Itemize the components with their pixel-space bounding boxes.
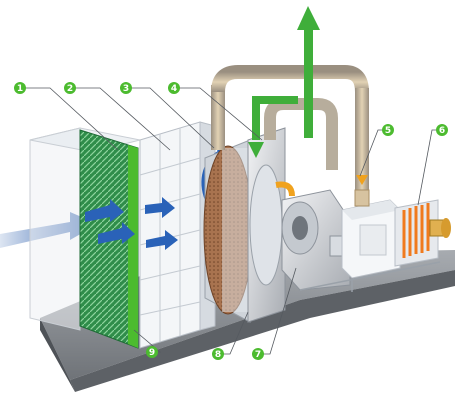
callout-1-label: 1: [17, 84, 23, 94]
exhaust-air-arrows: [248, 6, 320, 158]
callout-8: 8: [212, 348, 224, 360]
callout-7: 7: [252, 348, 264, 360]
heater-box: [341, 175, 401, 279]
callout-6-label: 6: [439, 126, 445, 136]
callout-7-label: 7: [255, 350, 261, 360]
heater-coil: [394, 199, 451, 267]
callout-6: 6: [436, 124, 448, 136]
callout-8-label: 8: [215, 350, 221, 360]
callout-3-label: 3: [123, 84, 129, 94]
callout-5-label: 5: [385, 126, 391, 136]
reactivation-duct: [211, 65, 369, 196]
callout-9-label: 9: [149, 348, 155, 358]
warm-air-arrow: [275, 181, 295, 197]
desiccant-rotor: [203, 139, 253, 323]
callout-1: 1: [14, 82, 26, 94]
callout-3: 3: [120, 82, 132, 94]
callout-5: 5: [382, 124, 394, 136]
callout-9: 9: [146, 346, 158, 358]
callout-2-label: 2: [67, 84, 73, 94]
frame-rails: [299, 261, 441, 292]
callout-2: 2: [64, 82, 76, 94]
rotor-housing: [247, 127, 286, 323]
callout-4-label: 4: [171, 84, 177, 94]
callout-4: 4: [168, 82, 180, 94]
